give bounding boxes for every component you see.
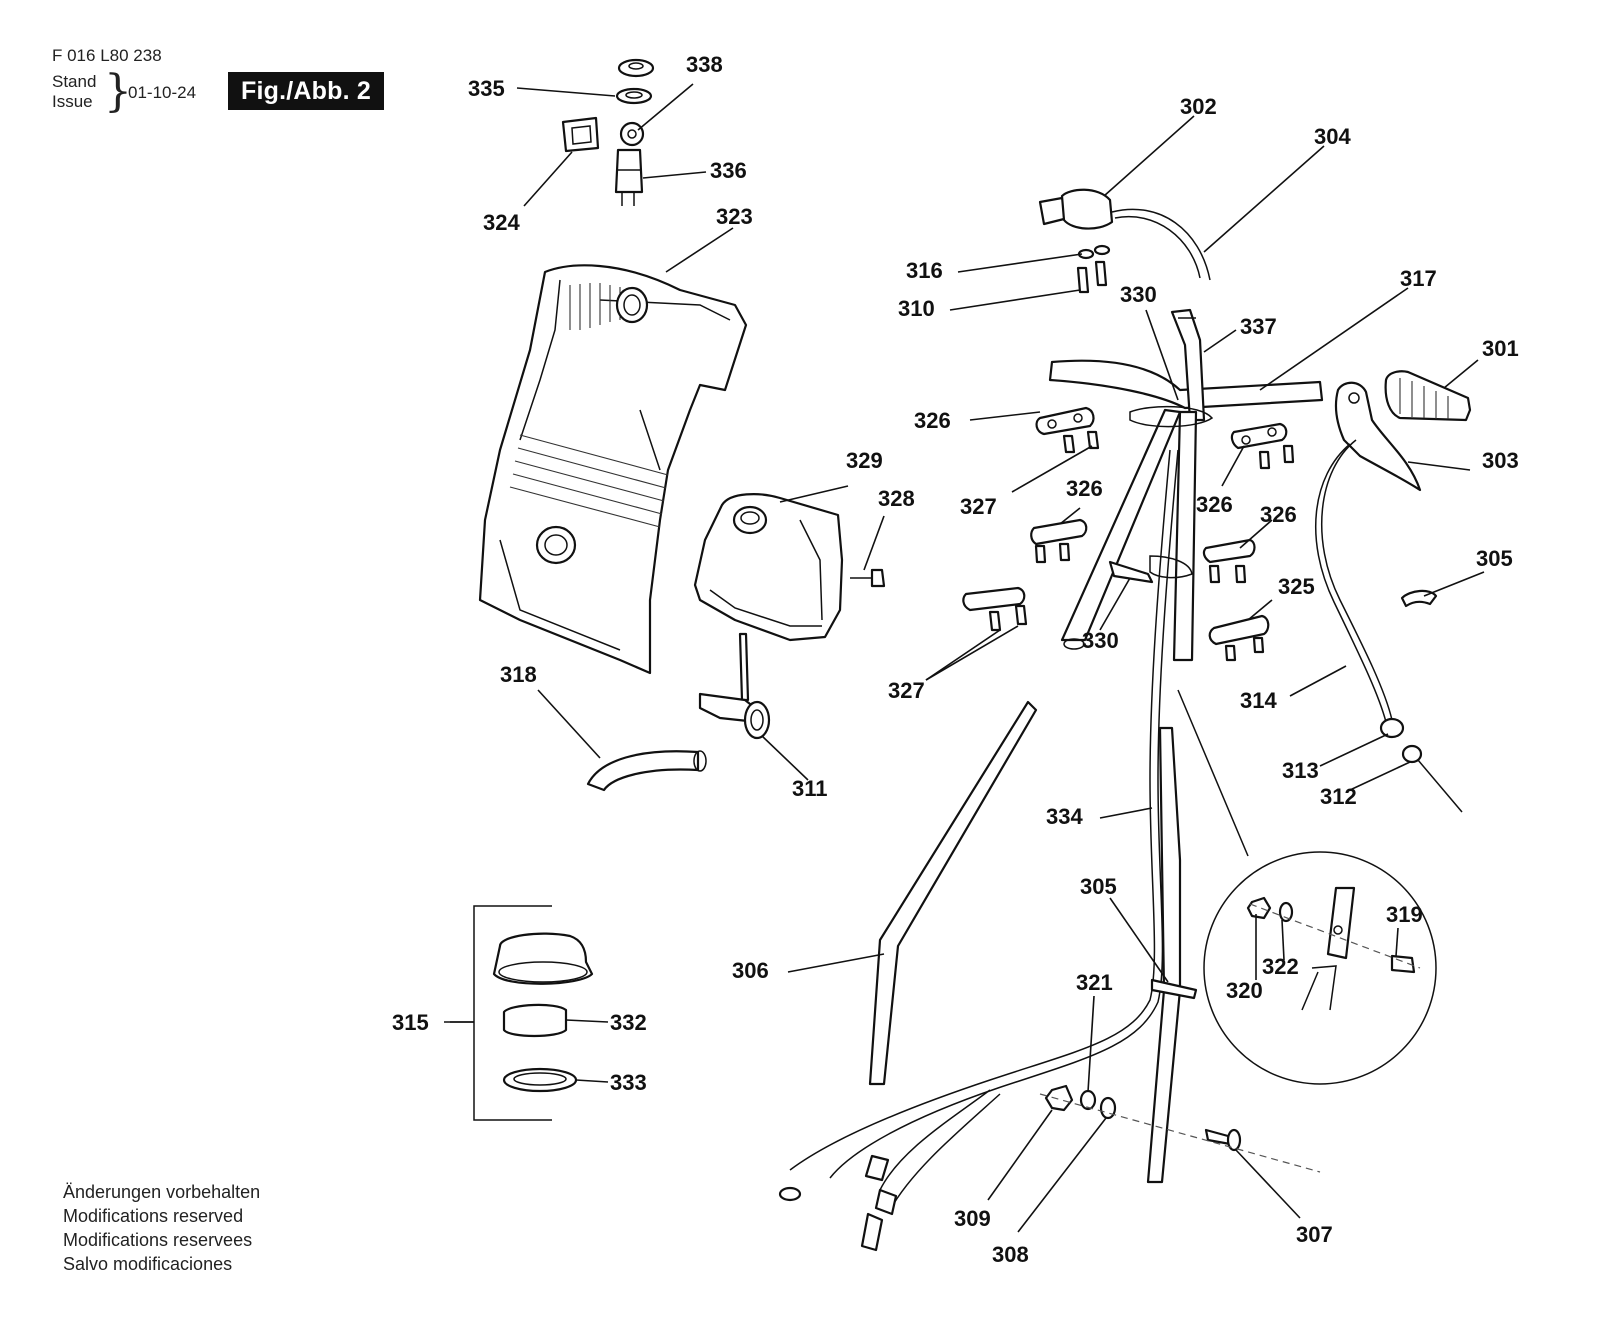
label-316: 316: [906, 258, 943, 283]
switch-body-336: [614, 148, 644, 194]
label-324: 324: [483, 210, 520, 235]
label-315: 315: [392, 1010, 429, 1035]
label-313: 313: [1282, 758, 1319, 783]
label-336: 336: [710, 158, 747, 183]
handlebar-317: [1048, 308, 1324, 422]
label-318: 318: [500, 662, 537, 687]
label-309: 309: [954, 1206, 991, 1231]
label-307: 307: [1296, 1222, 1333, 1247]
label-327-lower: 327: [888, 678, 925, 703]
label-338: 338: [686, 52, 723, 77]
issue-label: Issue: [52, 92, 93, 111]
washer-335: [615, 87, 653, 105]
label-332: 332: [610, 1010, 647, 1035]
label-326-c: 326: [1196, 492, 1233, 517]
clamp-326-a: [1035, 406, 1095, 436]
label-319: 319: [1386, 902, 1423, 927]
label-303: 303: [1482, 448, 1519, 473]
lower-tube: [1146, 726, 1182, 1184]
label-337: 337: [1240, 314, 1277, 339]
label-317: 317: [1400, 266, 1437, 291]
fuel-tap-311: [698, 632, 771, 740]
clip-305-lower: [1150, 978, 1198, 1000]
switch-assembly: [561, 58, 655, 206]
fasteners-lower: [1039, 1084, 1321, 1173]
hose-318: [586, 750, 707, 792]
label-325: 325: [1278, 574, 1315, 599]
screw-328: [850, 568, 886, 588]
leader-lines: [450, 83, 1485, 1233]
label-328: 328: [878, 486, 915, 511]
upper-tubes: [1060, 405, 1214, 662]
hood-323: [478, 264, 748, 675]
label-323: 323: [716, 204, 753, 229]
throttle-302: [1038, 188, 1211, 281]
label-305-lower: 305: [1080, 874, 1117, 899]
clamp-326-d: [1202, 538, 1256, 564]
label-321: 321: [1076, 970, 1113, 995]
note-spanish: Salvo modificaciones: [63, 1254, 233, 1274]
clamp-326-c: [1230, 422, 1288, 450]
cap-group-315: [444, 905, 594, 1121]
label-330-upper: 330: [1120, 282, 1157, 307]
label-314: 314: [1240, 688, 1277, 713]
label-335: 335: [468, 76, 505, 101]
label-304: 304: [1314, 124, 1351, 149]
issue-date: 01-10-24: [128, 83, 197, 102]
note-german: Änderungen vorbehalten: [63, 1182, 261, 1202]
clamp-326-b: [1030, 518, 1088, 546]
label-308: 308: [992, 1242, 1029, 1267]
label-322: 322: [1262, 954, 1299, 979]
figure-badge: Fig./Abb. 2: [228, 72, 384, 110]
label-301: 301: [1482, 336, 1519, 361]
lever-303: [1334, 381, 1422, 492]
label-310: 310: [898, 296, 935, 321]
nut-335-top: [617, 58, 655, 78]
label-333: 333: [610, 1070, 647, 1095]
document-number: F 016 L80 238: [52, 46, 162, 65]
brace-icon: }: [104, 66, 132, 117]
label-302: 302: [1180, 94, 1217, 119]
label-326-d: 326: [1260, 502, 1297, 527]
label-327-upper: 327: [960, 494, 997, 519]
label-305-right: 305: [1476, 546, 1513, 571]
label-311: 311: [792, 776, 828, 801]
clamp-327-lower: [962, 586, 1026, 612]
modification-notes: Änderungen vorbehalten Modifications res…: [63, 1180, 260, 1276]
frame-306: [868, 700, 1038, 1086]
note-english: Modifications reserved: [63, 1206, 244, 1226]
label-326-b: 326: [1066, 476, 1103, 501]
label-326-a: 326: [914, 408, 951, 433]
label-334: 334: [1046, 804, 1083, 829]
label-329: 329: [846, 448, 883, 473]
detail-circle: [1177, 689, 1437, 1085]
stand-label: Stand: [52, 72, 97, 91]
label-306: 306: [732, 958, 769, 983]
fasteners-316-310: [1076, 244, 1111, 294]
key-head-338: [619, 121, 645, 147]
label-320: 320: [1226, 978, 1263, 1003]
note-french: Modifications reservees: [63, 1230, 253, 1250]
label-330-lower: 330: [1082, 628, 1119, 653]
plate-324: [561, 116, 600, 153]
label-312: 312: [1320, 784, 1357, 809]
cable-314: [1314, 439, 1463, 813]
clamp-325: [1208, 614, 1270, 646]
part-labels: 335 338 336 324 323 302 304 316 310 330 …: [392, 52, 1519, 1267]
grip-301: [1384, 370, 1472, 422]
tank-329: [693, 493, 844, 642]
